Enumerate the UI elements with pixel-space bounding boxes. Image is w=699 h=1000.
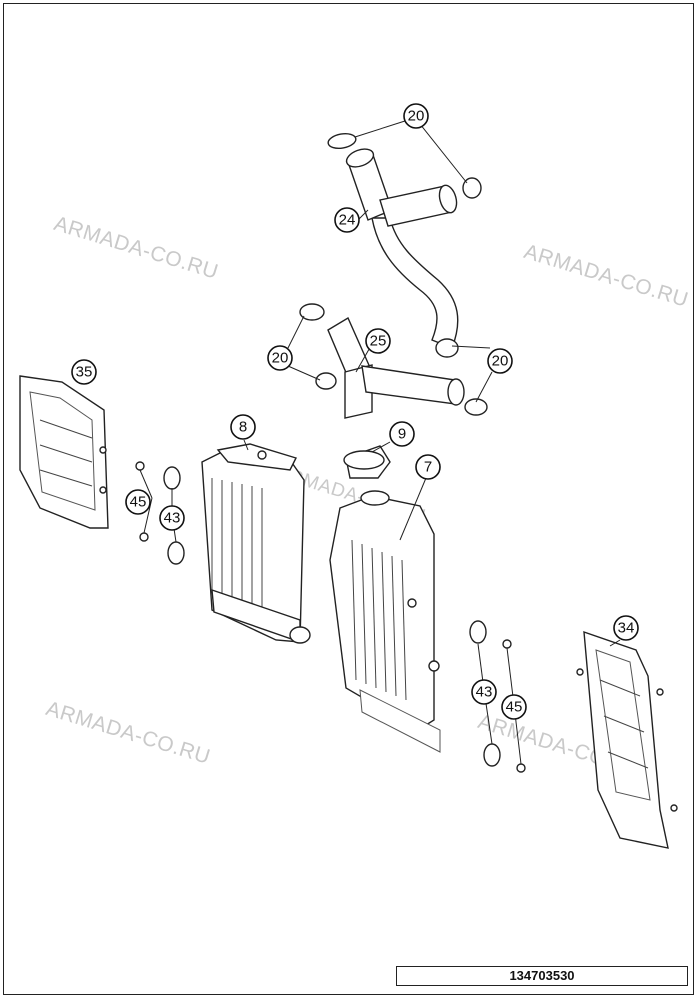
svg-text:45: 45 [506, 699, 523, 716]
callout-7: 7 [415, 454, 441, 480]
callout-45: 45 [501, 694, 527, 720]
svg-text:20: 20 [272, 350, 289, 367]
svg-text:7: 7 [424, 459, 432, 476]
svg-text:8: 8 [239, 419, 247, 436]
svg-text:45: 45 [130, 494, 147, 511]
right-radiator [329, 490, 441, 753]
svg-text:35: 35 [76, 364, 93, 381]
callout-9: 9 [389, 421, 415, 447]
svg-text:9: 9 [398, 426, 406, 443]
callout-20: 20 [267, 345, 293, 371]
callout-43: 43 [471, 679, 497, 705]
lower-hose-assembly [299, 303, 488, 419]
radiator-cap [343, 445, 391, 479]
svg-text:34: 34 [618, 620, 635, 637]
svg-text:43: 43 [476, 684, 493, 701]
callout-24: 24 [334, 207, 360, 233]
callout-35: 35 [71, 359, 97, 385]
callout-34: 34 [613, 615, 639, 641]
callout-20: 20 [487, 348, 513, 374]
callout-43: 43 [159, 505, 185, 531]
grommets-and-screws [135, 461, 526, 773]
left-radiator-shroud [19, 375, 109, 529]
callout-25: 25 [365, 328, 391, 354]
svg-text:20: 20 [408, 108, 425, 125]
svg-text:20: 20 [492, 353, 509, 370]
svg-text:24: 24 [339, 212, 356, 229]
svg-text:43: 43 [164, 510, 181, 527]
svg-text:25: 25 [370, 333, 387, 350]
left-radiator [201, 443, 311, 644]
document-number: 134703530 [396, 966, 688, 986]
drawing-frame [3, 3, 694, 995]
callout-20: 20 [403, 103, 429, 129]
callout-8: 8 [230, 414, 256, 440]
upper-hose-assembly [327, 132, 482, 358]
callout-45: 45 [125, 489, 151, 515]
right-radiator-shroud [576, 630, 678, 849]
